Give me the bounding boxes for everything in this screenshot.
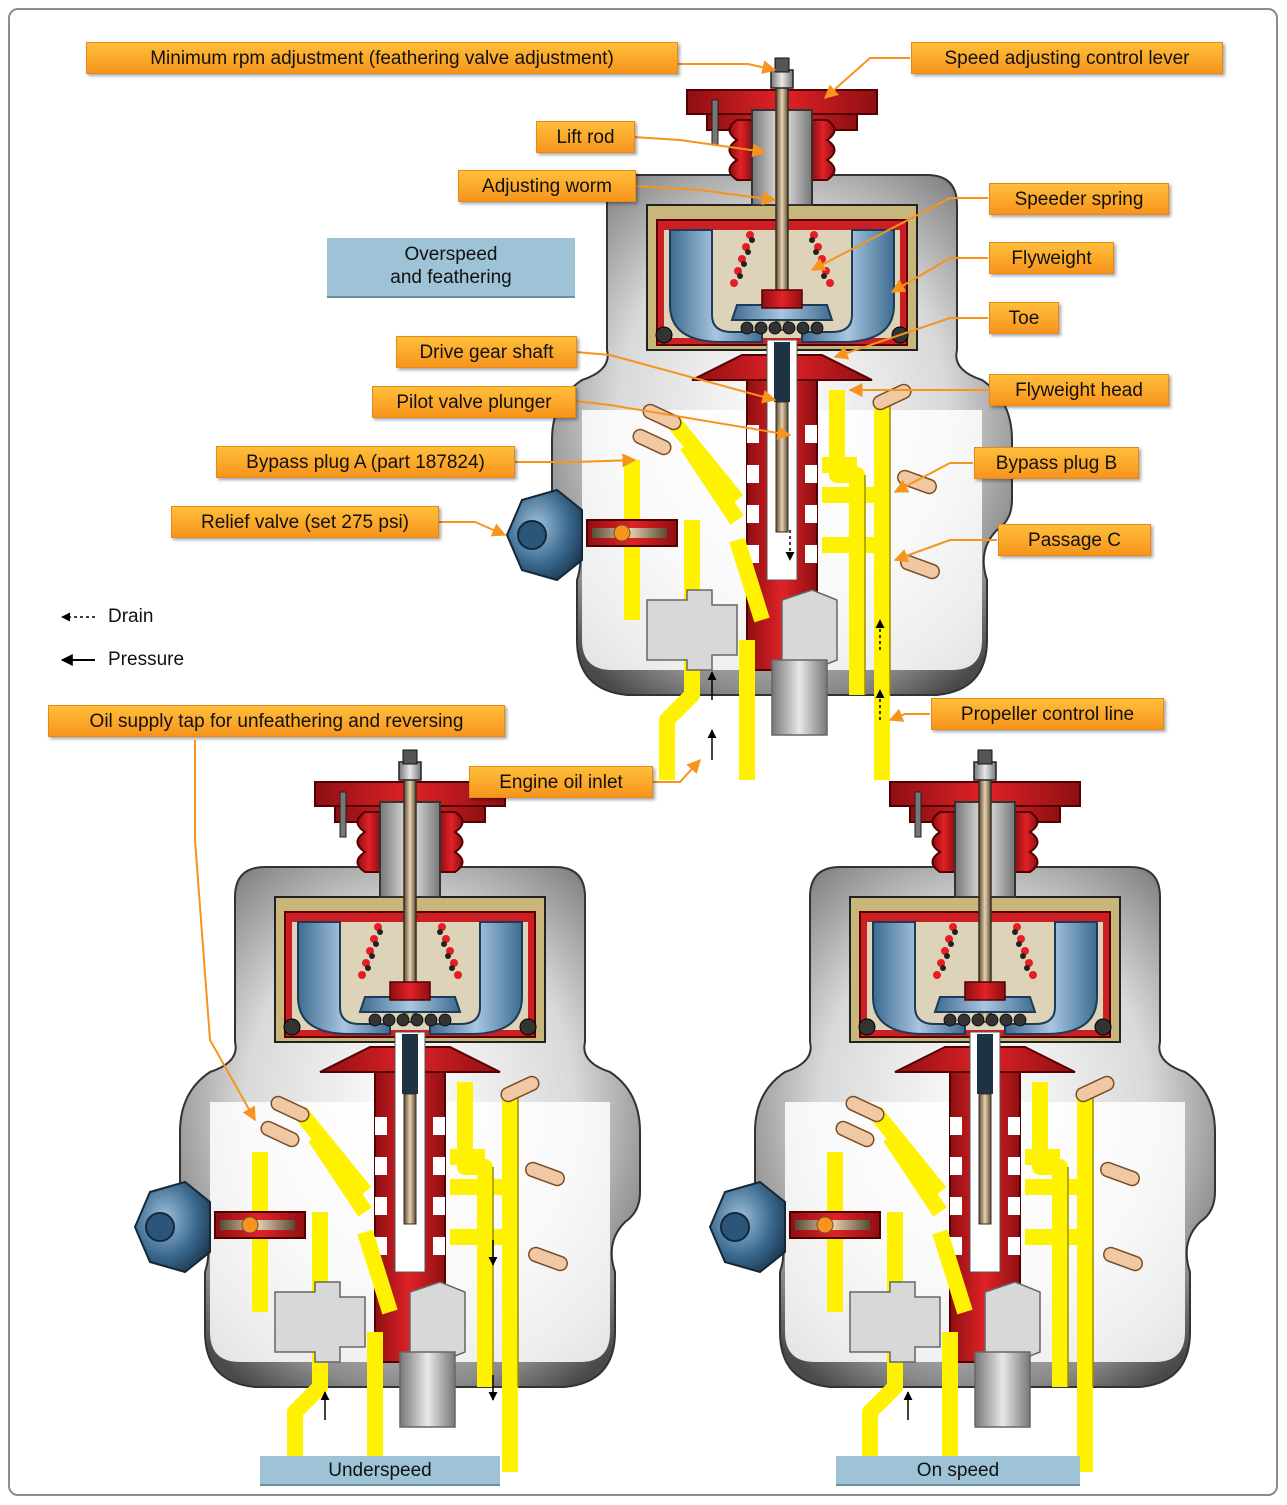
callout-oil-supply-tap: Oil supply tap for unfeathering and reve… <box>48 705 505 737</box>
mode-label-overspeed: Overspeed and feathering <box>327 238 575 298</box>
callout-propeller-control-line: Propeller control line <box>931 698 1164 730</box>
callout-lift-rod: Lift rod <box>536 121 635 153</box>
mode-label-underspeed: Underspeed <box>260 1456 500 1486</box>
callout-pilot-valve-plunger: Pilot valve plunger <box>372 386 576 418</box>
callout-min-rpm: Minimum rpm adjustment (feathering valve… <box>86 42 678 74</box>
governor-on-speed <box>710 750 1215 1472</box>
legend-markers <box>62 617 95 660</box>
mode-label-on-speed: On speed <box>836 1456 1080 1486</box>
callout-relief-valve: Relief valve (set 275 psi) <box>171 506 439 538</box>
governor-underspeed <box>135 750 640 1472</box>
governor-overspeed <box>507 58 1012 780</box>
callout-adjusting-worm: Adjusting worm <box>458 170 636 202</box>
callout-toe: Toe <box>989 302 1059 334</box>
callout-engine-oil-inlet: Engine oil inlet <box>469 766 653 798</box>
legend-pressure-label: Pressure <box>108 649 184 671</box>
legend-drain-label: Drain <box>108 606 153 628</box>
callout-flyweight: Flyweight <box>989 242 1114 274</box>
callout-drive-gear-shaft: Drive gear shaft <box>396 336 577 368</box>
callout-speed-lever: Speed adjusting control lever <box>911 42 1223 74</box>
callout-speeder-spring: Speeder spring <box>989 183 1169 215</box>
callout-flyweight-head: Flyweight head <box>989 374 1169 406</box>
callout-bypass-plug-b: Bypass plug B <box>974 447 1139 479</box>
callout-passage-c: Passage C <box>998 524 1151 556</box>
callout-bypass-plug-a: Bypass plug A (part 187824) <box>216 446 515 478</box>
